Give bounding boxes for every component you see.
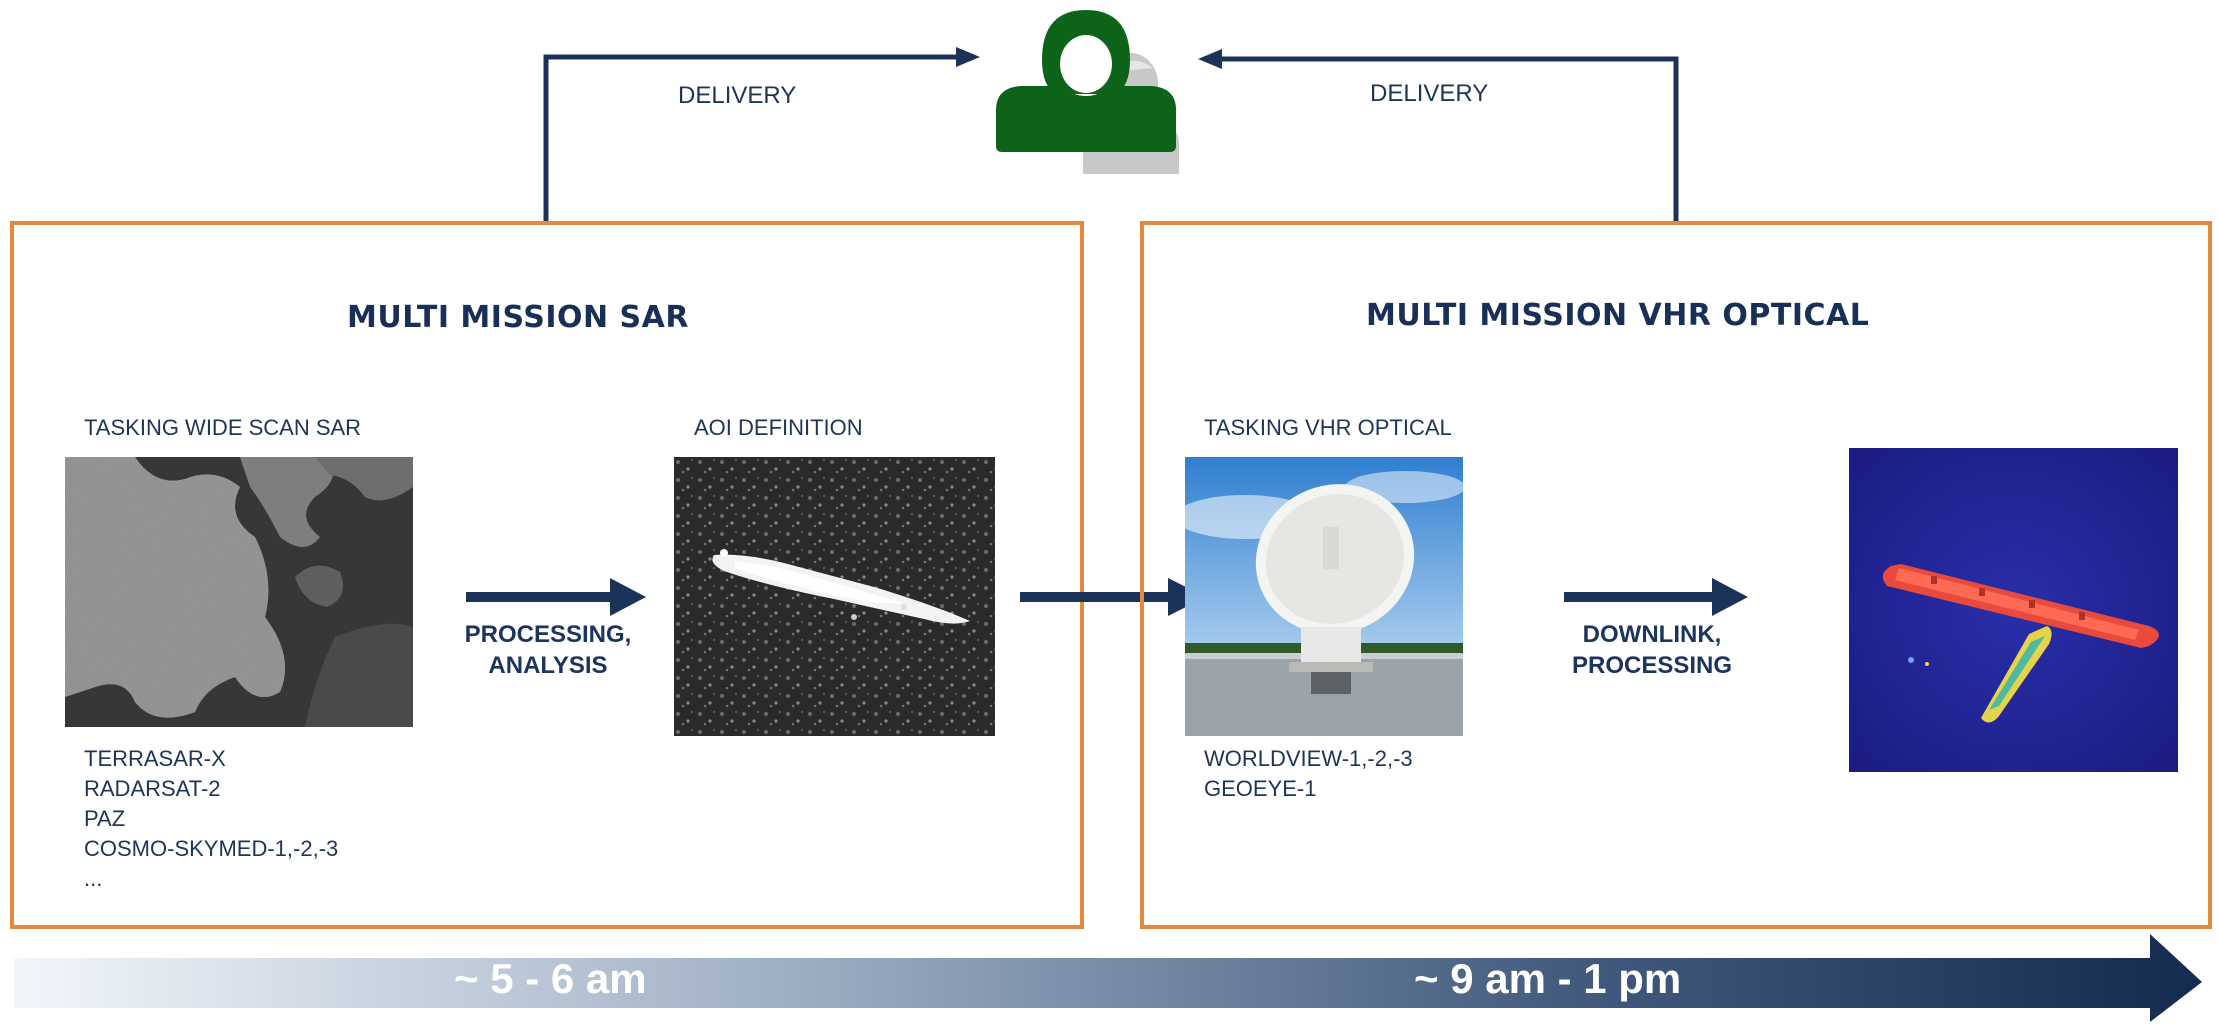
timeline-label-left: ~ 5 - 6 am <box>454 955 647 1002</box>
optical-mission-list: WORLDVIEW-1,-2,-3 GEOEYE-1 <box>1204 744 1413 804</box>
sar-wide-scan-image <box>65 457 413 727</box>
aoi-ship-sar-image <box>674 457 995 736</box>
optical-ship-image <box>1849 448 2178 772</box>
sar-panel <box>10 221 1084 929</box>
downlink-line-2: PROCESSING <box>1571 652 1733 679</box>
delivery-line-left <box>543 54 972 224</box>
delivery-label-right: DELIVERY <box>1370 80 1489 107</box>
sar-mission-item: PAZ <box>84 806 126 831</box>
delivery-arrowhead-left <box>956 47 980 67</box>
sar-mission-list: TERRASAR-X RADARSAT-2 PAZ COSMO-SKYMED-1… <box>84 744 338 894</box>
sar-mission-item: ... <box>84 866 103 891</box>
timeline-arrow <box>14 934 2202 1022</box>
sar-mission-item: COSMO-SKYMED-1,-2,-3 <box>84 836 339 861</box>
aoi-definition-label: AOI DEFINITION <box>694 415 863 440</box>
processing-line-1: PROCESSING, <box>464 621 632 648</box>
delivery-arrowhead-right <box>1198 49 1222 69</box>
sar-tasking-label: TASKING WIDE SCAN SAR <box>84 415 362 440</box>
optical-mission-item: GEOEYE-1 <box>1204 776 1317 801</box>
delivery-line-right <box>1210 56 1679 224</box>
downlink-line-1: DOWNLINK, <box>1582 621 1722 648</box>
delivery-label-left: DELIVERY <box>678 82 797 109</box>
processing-analysis-label: PROCESSING, ANALYSIS <box>458 619 638 681</box>
downlink-arrow <box>1564 578 1748 616</box>
optical-panel <box>1140 221 2212 929</box>
optical-mission-item: WORLDVIEW-1,-2,-3 <box>1204 746 1413 771</box>
sar-mission-item: RADARSAT-2 <box>84 776 221 801</box>
processing-arrow <box>466 578 646 616</box>
sar-panel-title: MULTI MISSION SAR <box>347 300 689 335</box>
downlink-processing-label: DOWNLINK, PROCESSING <box>1562 619 1742 681</box>
processing-line-2: ANALYSIS <box>488 652 608 679</box>
two-users-icon <box>996 10 1179 174</box>
timeline-label-right: ~ 9 am - 1 pm <box>1414 955 1682 1002</box>
sar-mission-item: TERRASAR-X <box>84 746 226 771</box>
ground-station-antenna-image <box>1185 457 1463 736</box>
optical-panel-title: MULTI MISSION VHR OPTICAL <box>1366 298 1870 333</box>
delivery-connectors <box>543 47 1679 224</box>
optical-tasking-label: TASKING VHR OPTICAL <box>1204 415 1452 440</box>
